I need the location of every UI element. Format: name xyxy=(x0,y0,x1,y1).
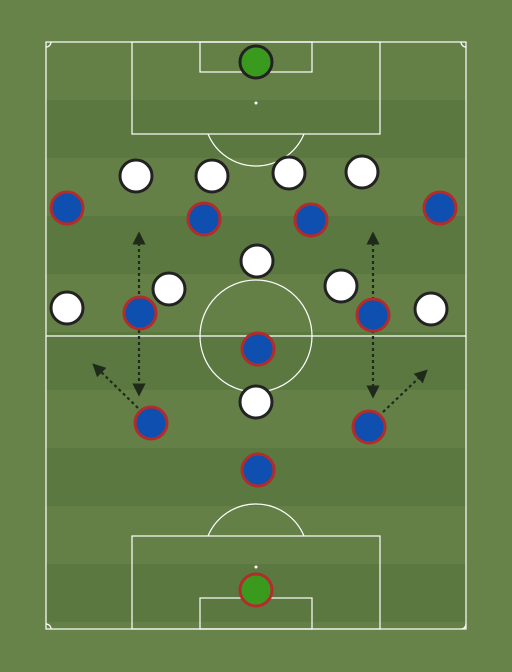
grass-stripe xyxy=(46,158,466,216)
blue-player[interactable] xyxy=(351,409,387,445)
corner-arc-top-left xyxy=(45,41,52,48)
top-penalty-arc xyxy=(207,133,305,167)
blue-player[interactable] xyxy=(240,331,276,367)
blue-player[interactable] xyxy=(422,190,458,226)
movement-arrows xyxy=(92,231,428,413)
white-team xyxy=(49,44,449,420)
white-goalkeeper[interactable] xyxy=(238,44,274,80)
blue-player[interactable] xyxy=(355,297,391,333)
grass-stripe xyxy=(46,274,466,332)
grass-stripe xyxy=(46,100,466,158)
blue-team xyxy=(49,190,458,608)
white-player[interactable] xyxy=(413,291,449,327)
white-player[interactable] xyxy=(49,290,85,326)
white-player[interactable] xyxy=(151,271,187,307)
corner-arc-bottom-right xyxy=(460,623,467,630)
white-player[interactable] xyxy=(118,158,154,194)
pitch-markings xyxy=(45,41,467,630)
blue-player[interactable] xyxy=(240,452,276,488)
blue-player[interactable] xyxy=(122,295,158,331)
blue-player[interactable] xyxy=(293,202,329,238)
white-player[interactable] xyxy=(323,268,359,304)
blue-player[interactable] xyxy=(49,190,85,226)
blue-player[interactable] xyxy=(133,405,169,441)
white-player[interactable] xyxy=(194,158,230,194)
white-player[interactable] xyxy=(344,154,380,190)
corner-arc-top-right xyxy=(460,41,467,48)
white-player[interactable] xyxy=(238,384,274,420)
top-penalty-spot xyxy=(254,101,258,105)
grass-stripe xyxy=(46,506,466,564)
white-player[interactable] xyxy=(239,243,275,279)
blue-goalkeeper[interactable] xyxy=(238,572,274,608)
blue-player[interactable] xyxy=(186,201,222,237)
bottom-penalty-arc xyxy=(207,503,305,537)
bottom-penalty-spot xyxy=(254,565,258,569)
white-player[interactable] xyxy=(271,155,307,191)
grass-stripe xyxy=(46,622,466,629)
corner-arc-bottom-left xyxy=(45,623,52,630)
